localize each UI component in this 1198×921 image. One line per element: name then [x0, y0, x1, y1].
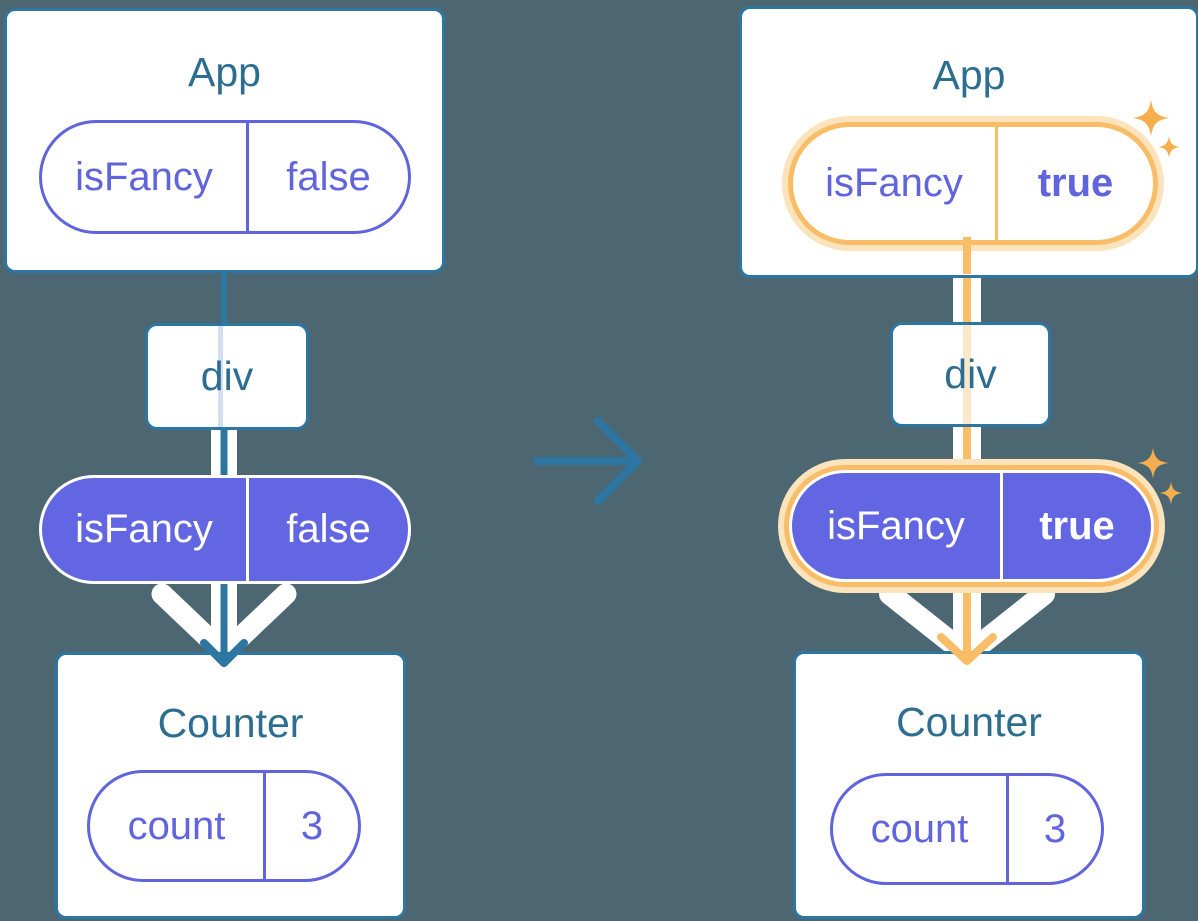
- right-chevron-arrow-icon: [879, 583, 1055, 666]
- prop-key: isFancy: [75, 507, 213, 551]
- prop-key: isFancy: [827, 503, 965, 548]
- state-key: isFancy: [75, 154, 213, 199]
- right-div-node: div: [890, 322, 1051, 427]
- left-prop-pill: isFancy false: [39, 475, 411, 584]
- state-value: 3: [300, 803, 324, 848]
- left-counter-state-pill: count 3: [87, 770, 361, 882]
- transition-arrow-icon: [533, 417, 642, 505]
- right-app-card: App isFancy true: [739, 6, 1198, 278]
- right-counter-card: Counter count 3: [793, 651, 1145, 919]
- right-div-label: div: [944, 351, 997, 397]
- left-app-title: App: [188, 49, 261, 95]
- pill-divider: [246, 478, 249, 581]
- state-value: 3: [1043, 806, 1067, 851]
- context-line-through-div: [218, 326, 223, 427]
- state-value: false: [286, 154, 371, 199]
- left-div-node: div: [145, 323, 309, 430]
- left-counter-title: Counter: [157, 700, 304, 746]
- right-app-state-pill-highlighted: isFancy true: [788, 122, 1158, 245]
- right-counter-state-pill: count 3: [830, 773, 1104, 885]
- state-value: true: [1037, 161, 1114, 205]
- context-line-through-div: [963, 325, 971, 424]
- state-key: isFancy: [825, 161, 963, 205]
- prop-value: true: [1039, 503, 1115, 548]
- left-app-card: App isFancy false: [4, 8, 445, 273]
- pill-divider: [1006, 776, 1009, 882]
- pill-divider: [995, 127, 998, 240]
- left-chevron-arrow-icon: [151, 583, 297, 664]
- left-div-label: div: [200, 353, 254, 399]
- right-prop-pill-highlighted: isFancy true: [789, 470, 1154, 582]
- left-app-state-pill: isFancy false: [39, 120, 411, 234]
- pill-divider: [1000, 473, 1003, 579]
- right-counter-title: Counter: [896, 699, 1042, 745]
- pill-divider: [263, 773, 266, 879]
- pill-divider: [246, 123, 249, 231]
- state-key: count: [870, 806, 969, 851]
- state-key: count: [127, 803, 226, 848]
- right-pill-to-counter-pipe: [879, 580, 1055, 666]
- right-app-title: App: [932, 52, 1006, 98]
- left-counter-card: Counter count 3: [55, 652, 406, 919]
- prop-value: false: [286, 507, 371, 551]
